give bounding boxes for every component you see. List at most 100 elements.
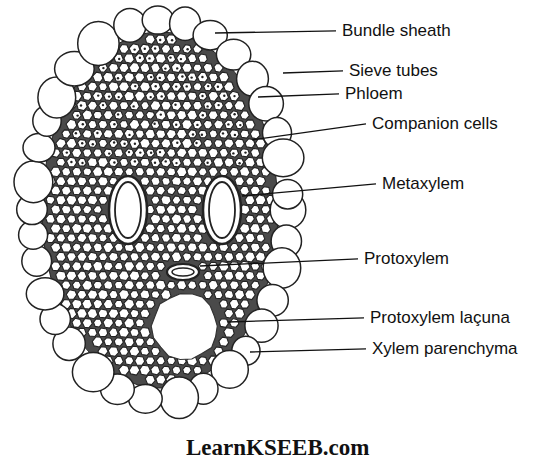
bundle-sheath-label: Bundle sheath bbox=[340, 21, 453, 41]
cell bbox=[145, 35, 155, 45]
cell bbox=[156, 262, 165, 271]
cell bbox=[88, 234, 98, 243]
cell bbox=[56, 271, 67, 281]
sheath-cell bbox=[78, 22, 119, 66]
cell bbox=[109, 101, 119, 110]
sieve-tube-label: Sieve tubes bbox=[347, 61, 440, 81]
cell bbox=[93, 129, 103, 138]
cell bbox=[72, 167, 81, 176]
cell bbox=[88, 328, 97, 336]
lacuna-label: Protoxylem laçuna bbox=[368, 308, 512, 328]
cell bbox=[140, 309, 150, 318]
cell bbox=[161, 120, 171, 129]
cell bbox=[193, 196, 202, 205]
cell bbox=[129, 44, 140, 55]
cell bbox=[71, 223, 82, 233]
cell bbox=[140, 290, 150, 299]
cell-dot bbox=[81, 162, 83, 164]
cell bbox=[156, 243, 165, 252]
cell bbox=[129, 63, 140, 73]
cell bbox=[77, 233, 87, 243]
cell bbox=[51, 242, 61, 252]
cell bbox=[62, 224, 71, 232]
cell-dot bbox=[102, 67, 104, 69]
cell-dot bbox=[154, 162, 156, 164]
cell bbox=[92, 167, 103, 177]
cell-dot bbox=[76, 114, 78, 116]
cell bbox=[72, 187, 81, 195]
cell-dot bbox=[192, 133, 194, 135]
cell bbox=[199, 357, 208, 365]
cell bbox=[67, 177, 77, 186]
cell bbox=[125, 168, 134, 176]
cell bbox=[239, 223, 250, 233]
cell-dot bbox=[160, 113, 162, 115]
cell bbox=[67, 215, 76, 224]
cell bbox=[224, 82, 234, 92]
cell bbox=[245, 271, 254, 280]
cell bbox=[203, 252, 213, 261]
sheath-cell bbox=[26, 278, 64, 310]
cell bbox=[103, 111, 113, 120]
cell bbox=[82, 280, 93, 290]
cell bbox=[114, 300, 123, 308]
cell bbox=[109, 139, 118, 148]
cell bbox=[77, 252, 87, 262]
metaxylem-vessel bbox=[203, 176, 241, 244]
cell bbox=[166, 205, 176, 215]
cell bbox=[146, 149, 155, 157]
cell bbox=[119, 308, 129, 318]
cell bbox=[119, 63, 129, 72]
cell-dot bbox=[181, 75, 183, 77]
cell bbox=[183, 196, 192, 204]
cell bbox=[82, 243, 92, 253]
cell bbox=[204, 271, 213, 280]
cell-dot bbox=[165, 160, 167, 162]
cell bbox=[167, 148, 176, 157]
cell bbox=[56, 177, 66, 186]
cell-dot bbox=[201, 95, 203, 97]
sheath-cell bbox=[23, 134, 55, 162]
cell bbox=[183, 158, 192, 167]
cell bbox=[115, 281, 124, 289]
cell-dot bbox=[154, 47, 156, 49]
cell bbox=[256, 234, 265, 242]
cell-dot bbox=[117, 113, 119, 115]
cell bbox=[167, 91, 177, 100]
cell-dot bbox=[217, 86, 219, 88]
cell bbox=[88, 158, 98, 167]
cell bbox=[94, 319, 103, 327]
cell bbox=[204, 291, 213, 299]
leader-line bbox=[228, 318, 364, 322]
cell-dot bbox=[196, 124, 198, 126]
cell bbox=[109, 328, 118, 337]
cell-dot bbox=[201, 76, 203, 78]
cell bbox=[176, 167, 187, 177]
cell bbox=[240, 130, 249, 138]
cell-dot bbox=[195, 142, 197, 144]
cell bbox=[245, 195, 255, 204]
cell bbox=[177, 73, 187, 82]
cell bbox=[161, 82, 171, 91]
cell bbox=[177, 243, 186, 251]
cell bbox=[125, 356, 134, 365]
cell bbox=[109, 252, 119, 262]
cell bbox=[145, 186, 155, 195]
cell bbox=[56, 138, 66, 148]
cell bbox=[177, 91, 187, 100]
cell bbox=[150, 214, 161, 224]
cell bbox=[230, 149, 239, 157]
cell bbox=[99, 139, 108, 147]
cell bbox=[134, 148, 145, 158]
cell bbox=[156, 224, 165, 233]
cell bbox=[93, 224, 103, 233]
cell bbox=[230, 262, 240, 271]
cell-dot bbox=[207, 85, 209, 87]
cell bbox=[188, 281, 197, 290]
cell bbox=[161, 158, 171, 168]
cell bbox=[235, 252, 244, 261]
cell bbox=[219, 92, 229, 101]
cell bbox=[167, 54, 176, 62]
cell bbox=[93, 261, 103, 271]
cell bbox=[77, 177, 87, 186]
